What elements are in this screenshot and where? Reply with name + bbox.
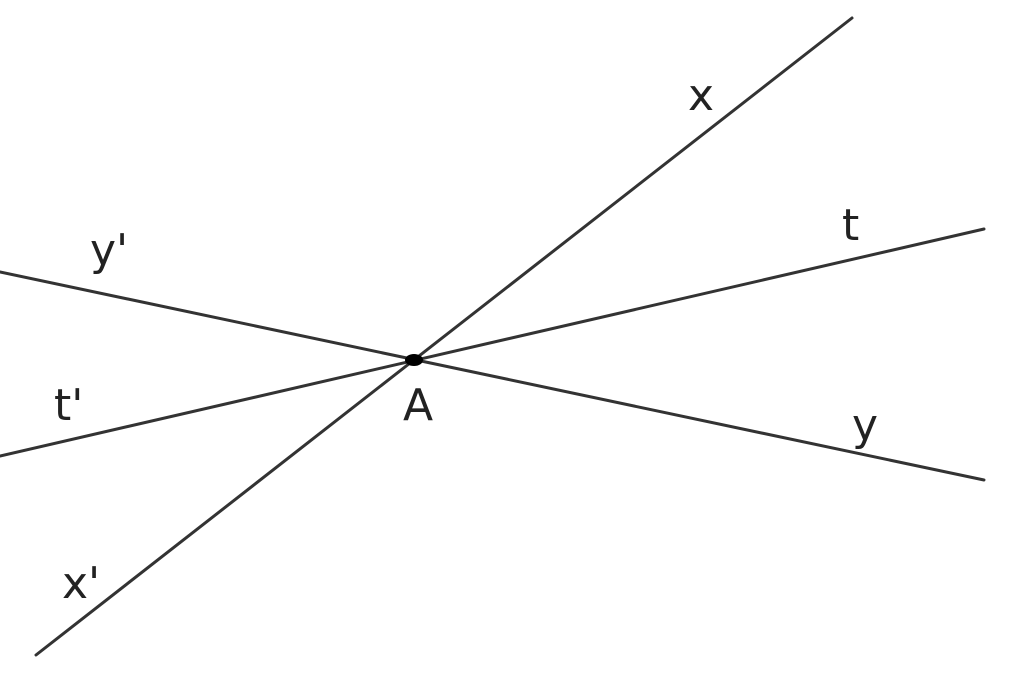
label-a: A bbox=[403, 380, 433, 431]
line-y-yprime bbox=[0, 270, 986, 482]
line-x-xprime bbox=[34, 16, 854, 657]
label-y: y bbox=[852, 400, 878, 451]
label-x-prime: x' bbox=[62, 558, 100, 609]
line-t-tprime bbox=[0, 227, 986, 458]
label-y-prime: y' bbox=[90, 225, 128, 276]
point-a bbox=[405, 354, 423, 366]
label-t-prime: t' bbox=[54, 380, 83, 431]
label-x: x bbox=[688, 70, 714, 121]
label-t: t bbox=[842, 200, 859, 251]
